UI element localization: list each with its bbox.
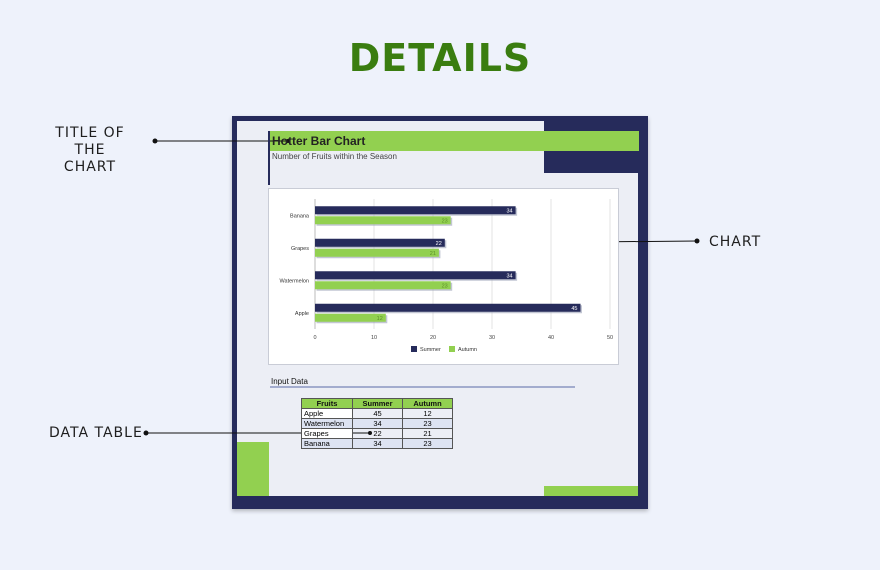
legend-swatch — [411, 346, 417, 352]
table-cell-summer: 34 — [352, 438, 403, 449]
data-label: 21 — [430, 251, 436, 257]
callout-title-end-dot — [286, 139, 290, 143]
callout-title-dot — [152, 138, 158, 144]
callout-data-table: DATA TABLE — [49, 425, 143, 441]
sheet-title: Hotter Bar Chart — [272, 134, 366, 148]
legend-label: Summer — [420, 347, 441, 353]
callout-title-of-chart: TITLE OF THE CHART — [50, 125, 130, 176]
table-row: Apple 45 12 — [301, 408, 453, 419]
table-cell-summer: 45 — [352, 408, 403, 419]
table-header-summer: Summer — [352, 398, 403, 409]
data-label: 23 — [442, 283, 448, 289]
table-cell-autumn: 12 — [402, 408, 453, 419]
data-table: Fruits Summer Autumn Apple 45 12 Waterme… — [301, 398, 453, 449]
data-label: 22 — [436, 241, 442, 247]
input-data-label: Input Data — [271, 377, 308, 386]
legend-label: Autumn — [458, 347, 477, 353]
bar — [315, 271, 516, 280]
bar — [315, 216, 451, 225]
table-cell-fruit: Banana — [301, 438, 353, 449]
callout-title-line2: THE CHART — [63, 142, 117, 175]
title-accent-bar — [268, 131, 270, 185]
table-cell-fruit: Watermelon — [301, 418, 353, 429]
table-cell-autumn: 21 — [402, 428, 453, 439]
callout-chart: CHART — [709, 234, 762, 250]
category-label: Apple — [295, 311, 309, 317]
title-banner — [269, 131, 639, 151]
tick-label: 10 — [371, 335, 377, 341]
table-row: Grapes 22 21 — [301, 428, 453, 439]
category-label: Watermelon — [280, 278, 309, 284]
sheet-subtitle: Number of Fruits within the Season — [272, 152, 397, 161]
table-row: Banana 34 23 — [301, 438, 453, 449]
data-label: 12 — [377, 316, 383, 322]
category-label: Banana — [290, 213, 310, 219]
tick-label: 50 — [607, 335, 613, 341]
bar — [315, 238, 445, 247]
table-cell-summer: 22 — [352, 428, 403, 439]
table-header-row: Fruits Summer Autumn — [301, 398, 453, 409]
corner-block-green-right — [544, 486, 638, 496]
tick-label: 40 — [548, 335, 554, 341]
table-row: Watermelon 34 23 — [301, 418, 453, 429]
data-label: 34 — [506, 273, 512, 279]
data-label: 23 — [442, 218, 448, 224]
data-label: 34 — [506, 208, 512, 214]
bar — [315, 206, 516, 215]
page-heading: DETAILS — [348, 36, 532, 80]
category-label: Grapes — [291, 246, 309, 252]
callout-title-line1: TITLE OF — [55, 125, 125, 141]
data-label: 45 — [571, 306, 577, 312]
bar — [315, 303, 581, 312]
table-header-fruits: Fruits — [301, 398, 353, 409]
corner-block-green-left — [237, 442, 269, 496]
tick-label: 0 — [313, 335, 316, 341]
table-cell-autumn: 23 — [402, 418, 453, 429]
table-cell-summer: 34 — [352, 418, 403, 429]
table-cell-fruit: Apple — [301, 408, 353, 419]
table-cell-fruit: Grapes — [301, 428, 353, 439]
legend-swatch — [449, 346, 455, 352]
tick-label: 20 — [430, 335, 436, 341]
callout-chart-dot — [694, 238, 700, 244]
table-cell-autumn: 23 — [402, 438, 453, 449]
bar — [315, 281, 451, 290]
callout-table-dot — [143, 430, 149, 436]
bar — [315, 313, 386, 322]
table-header-autumn: Autumn — [402, 398, 453, 409]
bar — [315, 248, 439, 257]
tick-label: 30 — [489, 335, 495, 341]
